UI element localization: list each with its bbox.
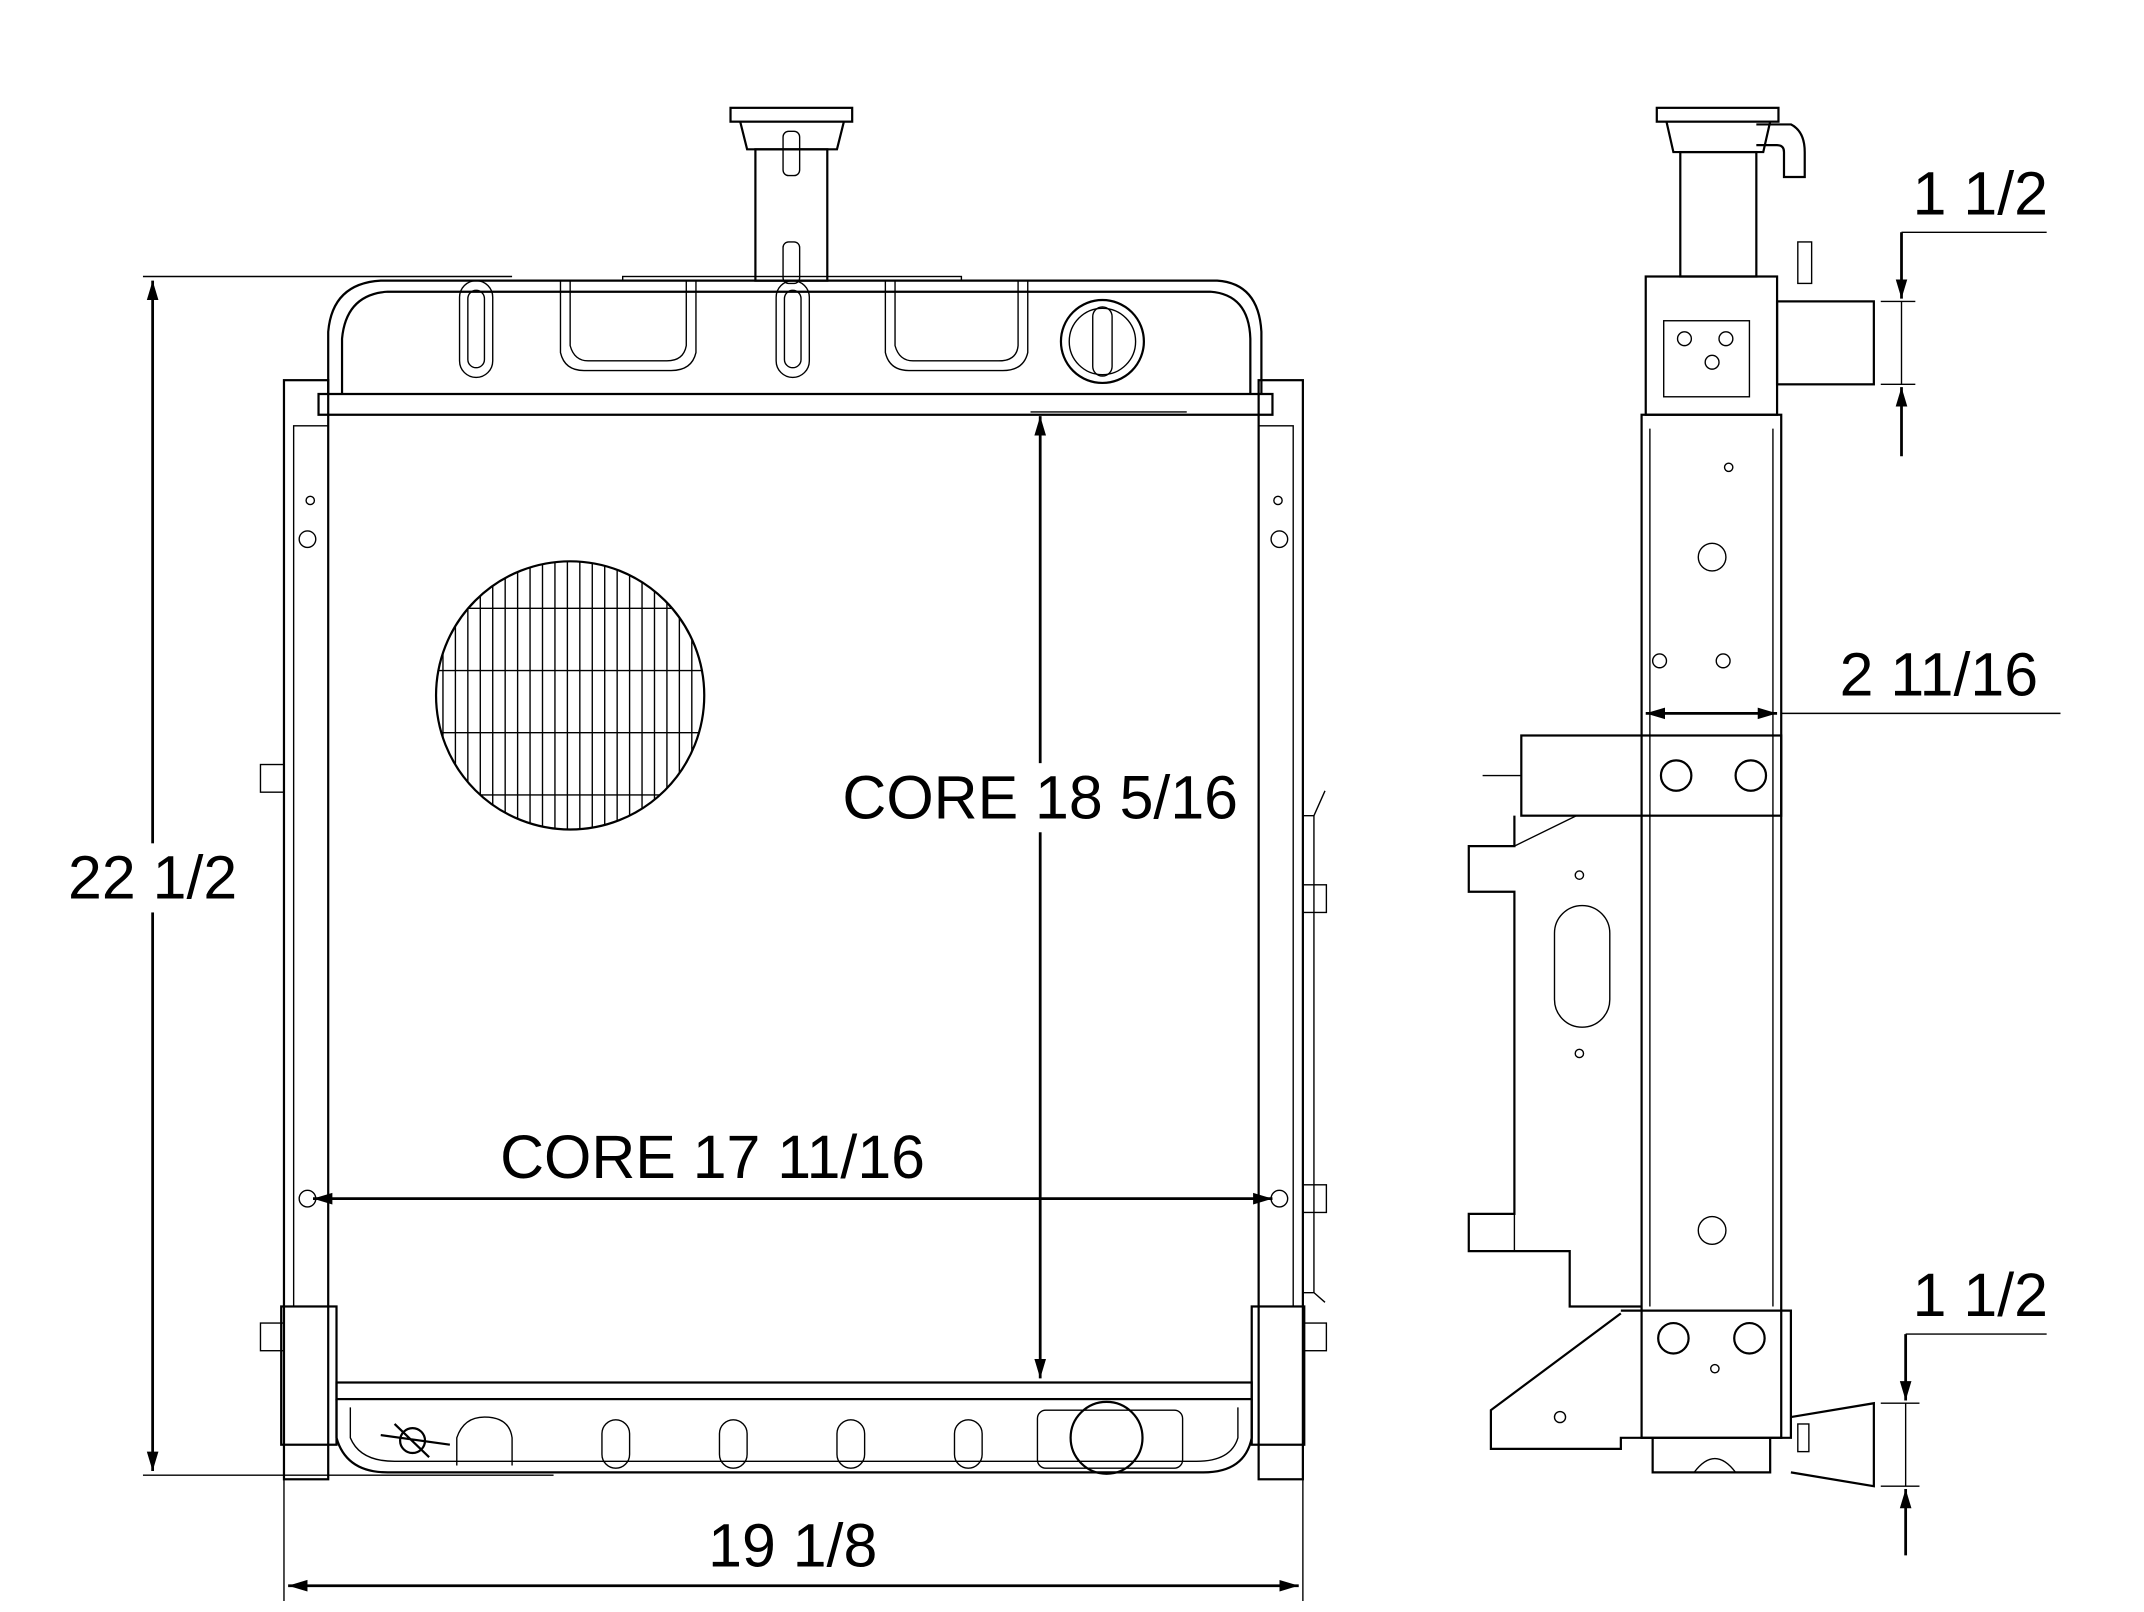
lower-bracket xyxy=(1489,1309,1875,1488)
core-height-label: CORE 18 5/16 xyxy=(842,763,1238,831)
dimension-overall-width: 19 1/8 xyxy=(283,1444,1304,1601)
core-width-label: CORE 17 11/16 xyxy=(500,1123,925,1191)
fan-grille xyxy=(434,560,706,831)
depth-label: 2 11/16 xyxy=(1840,640,2038,708)
dimension-core-height: CORE 18 5/16 xyxy=(836,411,1245,1384)
side-view xyxy=(1467,106,1875,1488)
filler-neck xyxy=(729,106,854,285)
overall-height-label: 22 1/2 xyxy=(68,844,237,912)
front-view xyxy=(259,106,1328,1481)
mounting-bracket xyxy=(1467,734,1783,1308)
top-tank xyxy=(317,275,1274,416)
dimension-core-width: CORE 17 11/16 xyxy=(313,1123,1273,1205)
lower-hose-label: 1 1/2 xyxy=(1913,1261,2048,1329)
bottom-tank xyxy=(335,1381,1253,1475)
dimension-lower-hose: 1 1/2 xyxy=(1880,1261,2048,1556)
side-rails xyxy=(259,379,1328,1481)
upper-hose-label: 1 1/2 xyxy=(1913,159,2048,227)
dimension-overall-height: 22 1/2 xyxy=(55,275,554,1476)
overall-width-label: 19 1/8 xyxy=(708,1511,877,1579)
dimension-depth: 2 11/16 xyxy=(1645,640,2061,720)
dimension-upper-hose: 1 1/2 xyxy=(1880,159,2048,457)
